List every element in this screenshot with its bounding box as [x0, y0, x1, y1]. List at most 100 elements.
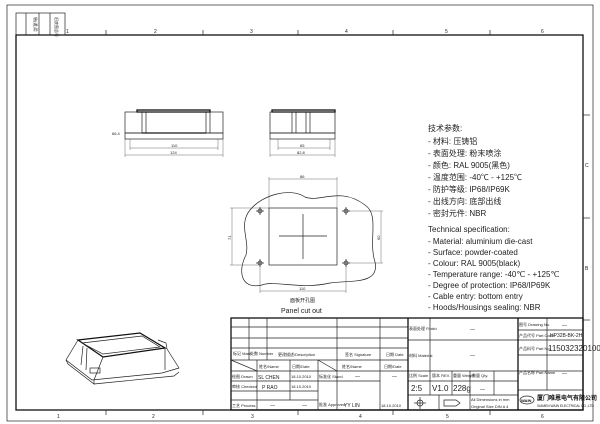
- drawing-text: 18.10.2010: [291, 384, 312, 389]
- drawing-text: 数量 Qty.: [472, 372, 488, 378]
- drawing-text: 工艺 Process: [232, 403, 256, 408]
- drawing-text: —: [562, 323, 567, 329]
- corner-box-label: 借(通)用: [33, 17, 39, 32]
- drawing-text: 5: [446, 414, 449, 420]
- caption-en: Panel cut out: [281, 308, 322, 315]
- drawing-text: 批准 Approved: [319, 401, 345, 407]
- drawing-text: 表面处理 Finish: [409, 325, 437, 331]
- projection-symbol-icon: [414, 397, 426, 409]
- spec-item: - Colour: RAL 9005(black): [428, 259, 521, 268]
- drawing-text: 标准化 Stand: [319, 373, 343, 379]
- spec-cn: 技术参数: - 材料: 压铸铝 - 表面处理: 粉末喷涂 - 颜色: RAL 9…: [428, 123, 522, 218]
- drawing-text: —: [480, 387, 485, 393]
- drawing-text: 3: [251, 414, 254, 420]
- panel-cutout-view: 86 71 60 110 面板开孔图 Panel cut out: [227, 174, 383, 315]
- drawing-text: 处数 Number: [250, 350, 274, 356]
- drawing-text: 比例 Scale: [409, 372, 429, 378]
- drawing-text: 更改描述/Description: [278, 351, 315, 357]
- drawing-text: 2: [152, 414, 155, 420]
- weight-value: 228g: [453, 384, 471, 393]
- spec-item: - Material: aluminium die-cast: [428, 237, 533, 246]
- drawing-text: 18.10.2010: [381, 403, 402, 408]
- drawing-text: 2: [154, 29, 157, 35]
- dim-label: 124: [170, 150, 177, 155]
- dim-label: 65: [300, 143, 305, 148]
- drawing-text: 4: [345, 29, 348, 35]
- drawing-text: 4: [359, 414, 362, 420]
- drawing-text: B: [585, 266, 589, 272]
- isometric-view: [65, 332, 180, 385]
- outer-border: [6, 4, 594, 422]
- spec-item: - Degree of protection: IP68/IP69K: [428, 281, 551, 290]
- drawing-text: 产品代号 Part Code: [519, 332, 555, 338]
- column-markers-top: 1 2 3 4 5 6: [66, 29, 544, 35]
- drawing-text: —: [302, 403, 307, 409]
- drawing-text: —: [562, 371, 567, 377]
- drawing-text: 6: [541, 29, 544, 35]
- drawing-text: 日期/Date: [384, 363, 402, 369]
- front-view: 110 124 66.4: [112, 109, 224, 157]
- company-logo: WAIN: [519, 395, 535, 405]
- drawing-text: 1: [66, 29, 69, 35]
- spec-item: - 颜色: RAL 9005(黑色): [428, 160, 510, 170]
- drawing-text: 姓名/Name: [342, 363, 363, 369]
- row-markers-right: C B: [583, 114, 590, 321]
- spec-heading-cn: 技术参数:: [428, 123, 462, 133]
- company-name-en: XIAMEN WAIN ELECTRICAL CO.,LTD: [537, 404, 594, 408]
- drawing-text: 18.10.2010: [291, 374, 312, 379]
- drawing-text: —: [355, 374, 360, 380]
- spec-item: - 防护等级: IP68/IP69K: [428, 184, 510, 194]
- spec-item: - 密封元件: NBR: [428, 208, 486, 218]
- spec-item: - Cable entry: bottom entry: [428, 292, 523, 301]
- drawing-text: 产品料号 Part No.: [519, 345, 551, 351]
- dim-label: 110: [299, 286, 306, 291]
- company-name-cn: 厦门唯恩电气有限公司: [537, 394, 597, 402]
- drawing-text: 1: [57, 414, 60, 420]
- drawing-text: 材料 Material: [409, 352, 432, 358]
- part-no-value: 1150323201001: [548, 344, 600, 353]
- drawing-text: —: [470, 327, 475, 333]
- drawing-text: Original Size DIN A 4: [471, 404, 509, 409]
- drawing-text: 审核 Checked: [232, 383, 257, 389]
- spec-heading-en: Technical specification:: [428, 225, 510, 234]
- spec-item: - Surface: powder-coated: [428, 248, 518, 257]
- drawing-text: 绘图 Drawn: [232, 373, 253, 379]
- drawing-text: —: [392, 374, 397, 380]
- dim-label: 71: [227, 235, 232, 240]
- column-markers-bottom: 1 2 3 4 5 6: [57, 410, 544, 420]
- spec-item: - 材料: 压铸铝: [428, 136, 477, 146]
- rev-value: V1.0: [432, 384, 449, 393]
- drawing-text: WAIN: [521, 398, 532, 403]
- drawing-text: 3: [250, 29, 253, 35]
- cone-projection-icon: [443, 399, 461, 407]
- spec-item: - Temperature range: -40℃ - +125℃: [428, 270, 559, 279]
- spec-item: - 表面处理: 粉末喷涂: [428, 148, 501, 158]
- spec-item: - 出线方向: 底部出线: [428, 196, 501, 206]
- spec-item: - Hoods/Housings sealing: NBR: [428, 303, 541, 312]
- drawing-text: 图号 Drawing No.: [519, 321, 550, 327]
- mounting-hole: [256, 207, 264, 215]
- drawing-text: 产品名称 Part Name: [519, 369, 556, 375]
- drawing-text: 签名 Signature: [345, 351, 372, 357]
- scale-value: 2:5: [411, 384, 423, 393]
- drawing-text: 版本 REV.: [432, 372, 450, 378]
- corner-box-label: 旧底图总号: [54, 17, 60, 37]
- drawing-text: C: [585, 163, 589, 169]
- spec-en: Technical specification: - Material: alu…: [428, 225, 559, 312]
- drawing-text: 5: [445, 29, 448, 35]
- dim-label: 66.4: [112, 131, 121, 136]
- title-block: 标记 Mark 处数 Number 更改描述/Description 签名 Si…: [230, 317, 600, 411]
- corner-boxes: 借(通)用 旧底图总号: [15, 12, 66, 37]
- drawing-text: 日期/Date: [292, 363, 310, 369]
- drawing-text: —: [470, 353, 475, 359]
- drawing-text: 6: [541, 414, 544, 420]
- caption-cn: 面板开孔图: [290, 297, 315, 304]
- dim-label: 60: [376, 235, 381, 240]
- checked-name: P RAO: [262, 385, 278, 391]
- dim-label: 86: [300, 174, 305, 179]
- drawing-text: 重量 Weight: [453, 372, 475, 378]
- drawing-text: All Dimensions in mm: [471, 397, 510, 402]
- dim-label: 82.8: [297, 150, 306, 155]
- drawing-text: 标记 Mark: [233, 350, 251, 356]
